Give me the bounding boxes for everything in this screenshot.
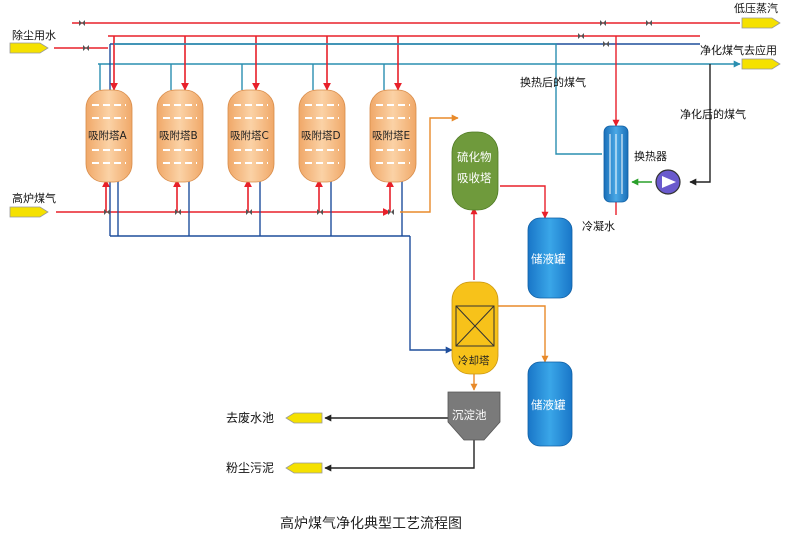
adsorption-tower-d-label: 吸附塔D [301,129,341,142]
sulfide-tower-label-line2: 吸收塔 [457,171,492,185]
gas-after-exchange-label: 换热后的煤气 [520,75,586,89]
diagram-caption: 高炉煤气净化典型工艺流程图 [280,515,462,532]
storage-tank-1: 储液罐 [527,217,573,299]
cooling-tower: 冷却塔 [451,281,499,375]
adsorption-tower-e: 吸附塔E [369,89,417,183]
heat-exchanger-label: 换热器 [634,149,667,163]
outlet-dust-sludge-arrow: 粉尘污泥 [226,461,323,475]
adsorption-towers: 吸附塔A 吸附塔B 吸附塔C 吸附塔D 吸附塔E [85,89,417,183]
gas-after-purify-label: 净化后的煤气 [680,107,746,121]
inlet-dust-water-arrow: 除尘用水 [9,28,56,54]
condensate-label: 冷凝水 [582,219,615,233]
storage-tank-2-label: 储液罐 [531,398,566,412]
settling-tank: 沉淀池 [447,391,501,441]
outlet-waste-water-arrow: 去废水池 [226,410,323,425]
pipe-network [54,20,741,472]
inlet-bf-gas-label: 高炉煤气 [12,191,56,205]
heat-exchanger: 换热器 冷凝水 换热后的煤气 净化后的煤气 [520,75,746,233]
cooling-tower-label: 冷却塔 [458,354,490,367]
outlet-low-pressure-steam-arrow: 低压蒸汽 [734,1,781,29]
inlet-dust-water-label: 除尘用水 [12,28,56,42]
outlet-low-pressure-steam-label: 低压蒸汽 [734,1,778,15]
adsorption-tower-b: 吸附塔B [156,89,204,183]
pump-icon [655,169,681,195]
sulfide-tower-label-line1: 硫化物 [457,150,492,164]
adsorption-tower-c: 吸附塔C [227,89,275,183]
outlet-dust-sludge-label: 粉尘污泥 [226,461,274,475]
storage-tank-2: 储液罐 [527,361,573,447]
sulfide-absorption-tower: 硫化物 吸收塔 [451,131,499,211]
adsorption-tower-d: 吸附塔D [298,89,346,183]
outlet-clean-gas-label: 净化煤气去应用 [700,43,777,57]
outlet-clean-gas-arrow: 净化煤气去应用 [700,43,781,70]
adsorption-tower-a-label: 吸附塔A [88,129,127,142]
storage-tank-1-label: 储液罐 [531,252,566,266]
outlet-waste-water-label: 去废水池 [226,410,274,425]
adsorption-tower-a: 吸附塔A [85,89,133,183]
settling-tank-label: 沉淀池 [452,408,487,422]
inlet-bf-gas-arrow: 高炉煤气 [9,191,56,218]
adsorption-tower-c-label: 吸附塔C [230,129,269,142]
adsorption-tower-e-label: 吸附塔E [372,129,410,142]
adsorption-tower-b-label: 吸附塔B [159,129,198,142]
